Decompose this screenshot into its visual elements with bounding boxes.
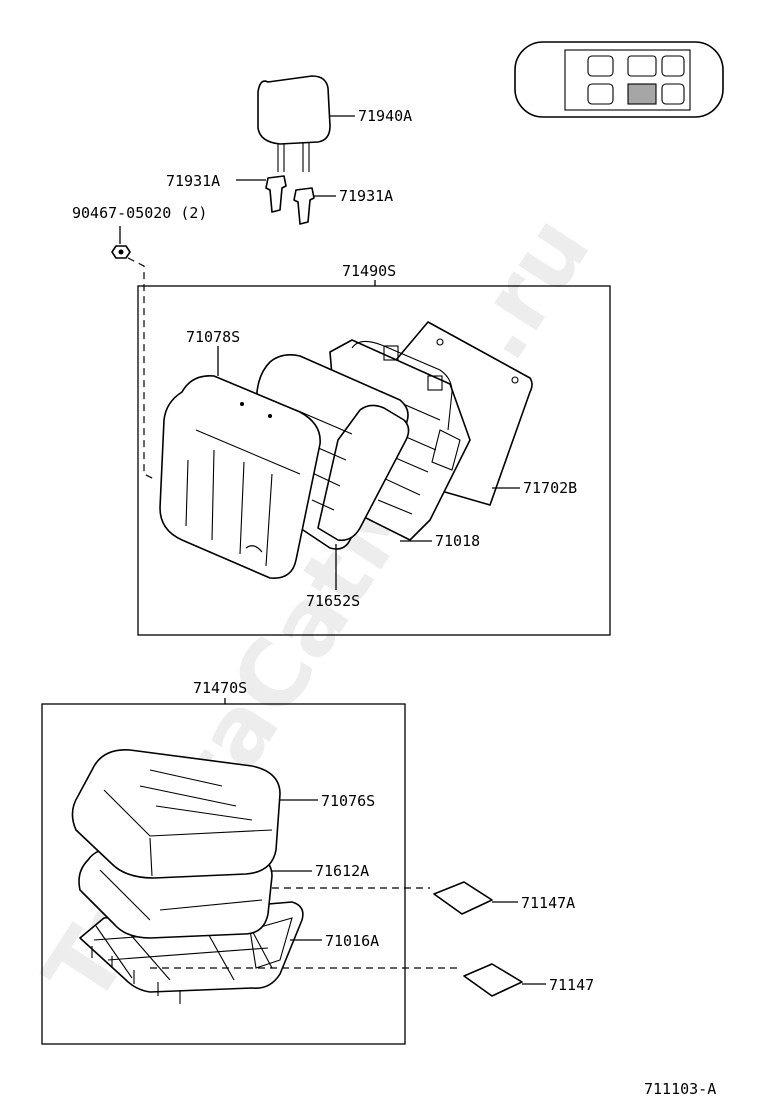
label-screw: 90467-05020 (2) (72, 204, 207, 222)
label-71147a: 71147A (521, 894, 575, 912)
pad-71147a-illustration (433, 881, 493, 915)
headrest-support-left-illustration (265, 175, 287, 213)
label-71702b: 71702B (523, 479, 577, 497)
headrest-illustration (257, 75, 331, 172)
pad-71147-illustration (463, 963, 523, 997)
label-71490s: 71490S (342, 262, 396, 280)
cushion-assembly-frame (41, 703, 406, 1045)
label-71078s: 71078S (186, 328, 240, 346)
diagram-code: 711103-A (644, 1080, 716, 1098)
label-71147: 71147 (549, 976, 594, 994)
headrest-support-right-illustration (293, 187, 315, 225)
label-71931a-right: 71931A (339, 187, 393, 205)
label-71076s: 71076S (321, 792, 375, 810)
cushion-cover-illustration (71, 749, 281, 879)
label-71931a-left: 71931A (166, 172, 220, 190)
label-71652s: 71652S (306, 592, 360, 610)
back-cover-illustration (159, 375, 321, 579)
back-assembly-frame (137, 285, 611, 636)
label-71016a: 71016A (325, 932, 379, 950)
car-locator-icon (514, 41, 724, 118)
label-71940a: 71940A (358, 107, 412, 125)
label-71470s: 71470S (193, 679, 247, 697)
label-71612a: 71612A (315, 862, 369, 880)
label-71018: 71018 (435, 532, 480, 550)
screw-illustration (111, 245, 131, 259)
